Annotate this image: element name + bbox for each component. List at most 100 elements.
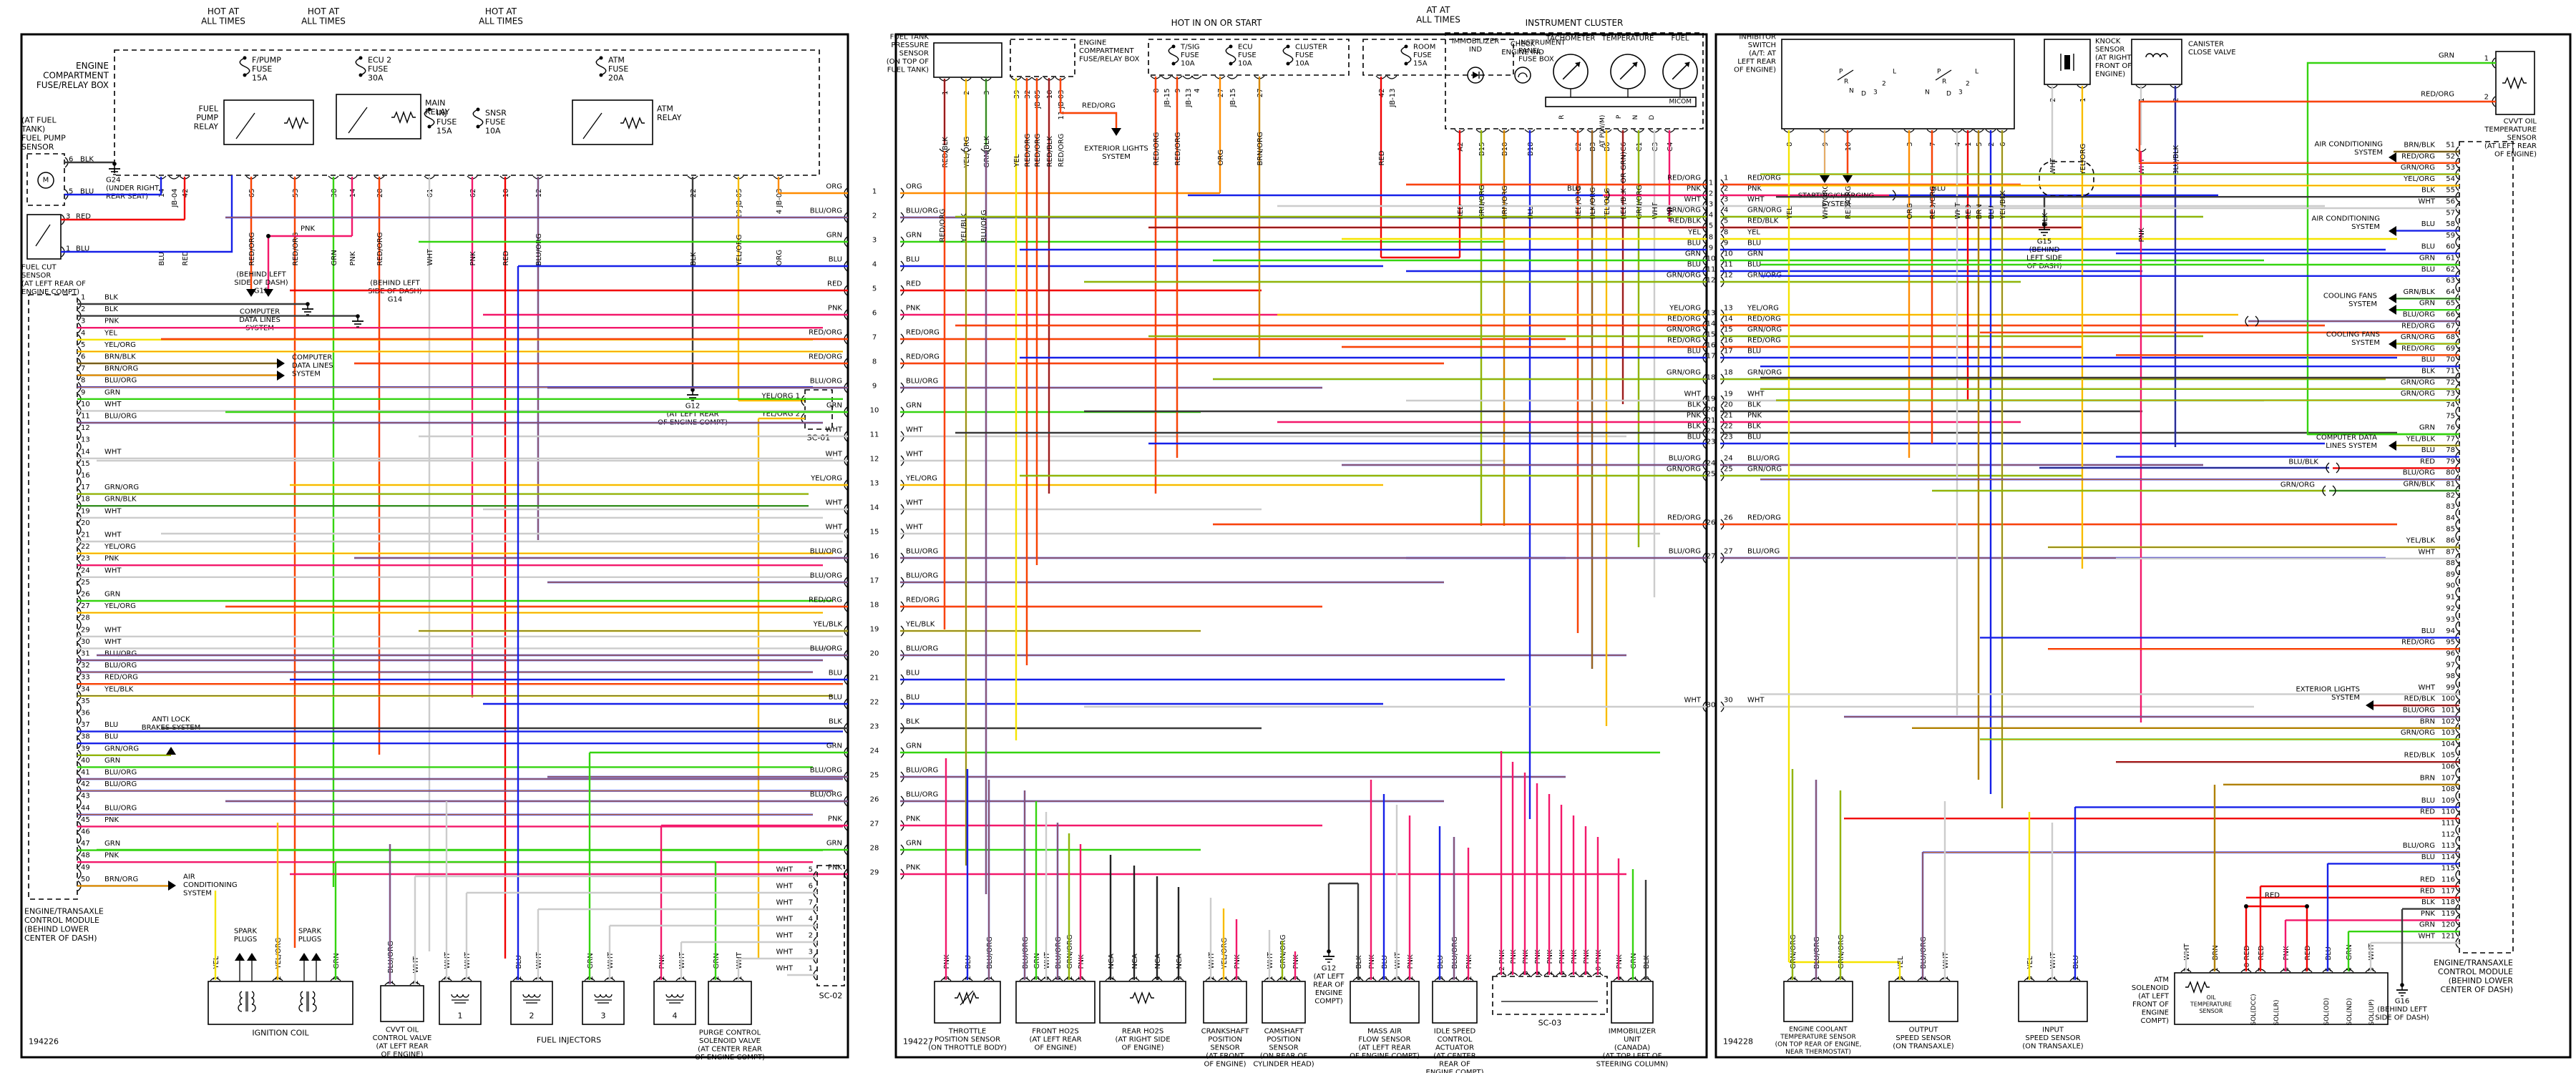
label: 74 xyxy=(2446,401,2455,409)
label: BLU/ORG xyxy=(810,548,842,556)
label: 118 xyxy=(2441,898,2455,906)
engine-compartment-fuse-relay-box xyxy=(114,49,820,176)
system-arrow xyxy=(2366,700,2373,710)
label: YEL/ORG 2 xyxy=(761,411,800,418)
label: 11 JB-03 xyxy=(1058,90,1065,120)
fuse-symbol xyxy=(1168,46,1179,64)
label: 4 xyxy=(809,916,813,923)
label: 113 xyxy=(2441,842,2455,850)
label: 98 xyxy=(2446,672,2455,680)
system-arrow xyxy=(1843,175,1853,183)
label: GRN/ORG xyxy=(2401,378,2435,386)
label: WHT xyxy=(678,951,686,969)
label: 1 xyxy=(1571,971,1579,975)
label: GRN/ORG xyxy=(2280,481,2315,489)
interconnect-pins-right: ORGBLU/ORGGRNBLUREDPNKRED/ORGRED/ORGBLU/… xyxy=(97,183,848,880)
label: BLK xyxy=(2421,898,2435,906)
connector-pin xyxy=(1226,75,1238,79)
label: 6 xyxy=(2283,967,2290,971)
label: C6 xyxy=(1620,142,1628,152)
label: YEL/ORG xyxy=(963,137,971,169)
label: 4 xyxy=(81,329,85,337)
atm-solenoid xyxy=(2174,972,2389,1025)
label: YEL/ORG xyxy=(275,938,283,970)
label: RED/ORG xyxy=(1667,315,1701,323)
dot xyxy=(266,234,270,238)
wire xyxy=(35,224,51,247)
text: RED/ORG xyxy=(2421,91,2454,99)
wire xyxy=(348,107,368,134)
label: 63 xyxy=(2446,277,2455,285)
pin xyxy=(1606,190,1610,201)
label: 94 xyxy=(2446,627,2455,635)
label: B3 xyxy=(1589,142,1597,152)
fuel-pump-sensor xyxy=(26,153,65,206)
label: 3 xyxy=(1033,976,1041,980)
sym: M xyxy=(37,172,54,189)
label: RED/ORG xyxy=(906,597,940,604)
label: 27 xyxy=(1257,89,1264,98)
connector-pin xyxy=(77,441,82,452)
label: 1 xyxy=(809,965,813,973)
label: 36 xyxy=(81,710,90,717)
label: BLU/ORG xyxy=(1747,548,1780,556)
gnd xyxy=(1323,949,1335,963)
label: WHT xyxy=(906,426,923,434)
text: BLU xyxy=(76,245,89,253)
label: 3 xyxy=(872,237,877,245)
label: GRN/BLK xyxy=(2403,288,2435,296)
label: 93 xyxy=(2446,616,2455,624)
label: 9 xyxy=(2304,967,2312,971)
label: PNK xyxy=(2283,946,2290,961)
fuel-injectors-label: FUEL INJECTORS xyxy=(537,1035,601,1044)
label: 1 xyxy=(1942,976,1950,980)
label: 6 xyxy=(1999,142,2007,147)
label: 3 xyxy=(81,318,85,325)
ecm-connector xyxy=(28,294,78,900)
wire xyxy=(582,112,602,139)
label: WHT xyxy=(444,951,452,969)
label: RED/BLK xyxy=(1670,217,1702,225)
label: PNK xyxy=(828,305,843,313)
text: BLU xyxy=(80,188,94,196)
label: WHT xyxy=(2138,157,2146,175)
label: 1 xyxy=(1813,976,1821,980)
label: WHT xyxy=(104,401,122,408)
label: 105 xyxy=(2441,752,2455,760)
label: BRN/BLK xyxy=(104,353,136,361)
label: GRN/ORG xyxy=(104,745,139,753)
system-arrow xyxy=(2389,226,2396,236)
connector-pin xyxy=(2455,575,2459,587)
label: 24 xyxy=(870,748,879,755)
label: YEL/ORG 1 xyxy=(761,393,800,401)
label: 9 xyxy=(872,383,877,391)
label: 96 xyxy=(2446,650,2455,658)
label: BLU/ORG xyxy=(810,767,842,775)
label: WHT xyxy=(1394,951,1402,969)
label: NCA xyxy=(1108,954,1116,969)
wire xyxy=(1935,69,1952,81)
arrow xyxy=(247,953,257,961)
wire xyxy=(1060,112,1118,133)
label: 2 xyxy=(444,976,452,980)
rlab: YEL/BLK xyxy=(960,213,968,243)
label: 22 xyxy=(870,699,879,707)
wire xyxy=(960,990,974,1006)
rlab: SOL(UP) xyxy=(2368,999,2376,1026)
label: YEL/ORG xyxy=(2403,175,2435,183)
connector-pin xyxy=(1161,75,1172,79)
label: BLU xyxy=(906,256,919,264)
label: 8 xyxy=(872,358,877,366)
